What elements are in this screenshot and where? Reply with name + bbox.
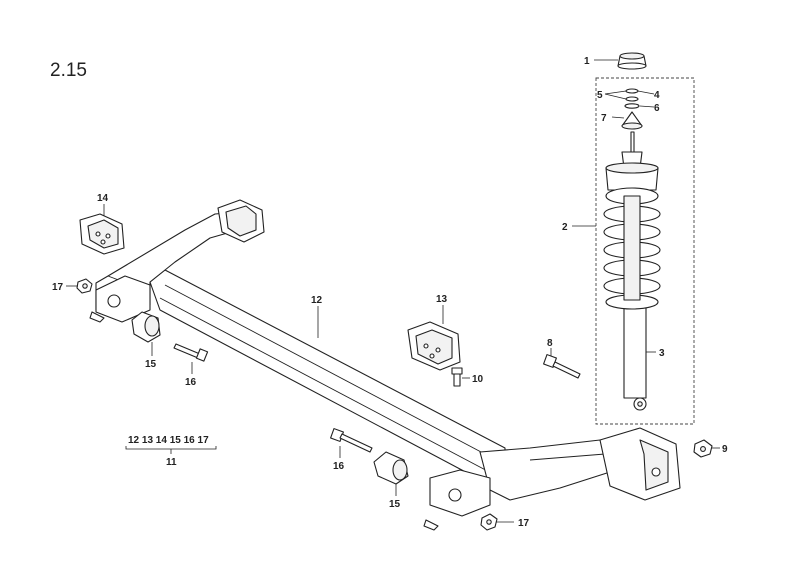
kit-members: 12 13 14 15 16 17 (128, 435, 209, 446)
coil-spring (603, 187, 661, 310)
callout-16-right: 16 (333, 461, 345, 472)
callout-8: 8 (547, 338, 553, 349)
kit-number: 11 (166, 457, 177, 468)
callout-2: 2 (562, 222, 568, 233)
callout-14: 14 (97, 193, 109, 204)
callout-9: 9 (722, 444, 728, 455)
assembly-2-outline (595, 77, 695, 425)
callout-7: 7 (601, 113, 607, 124)
callout-5: 5 (597, 90, 603, 101)
kit-group-11: 12 13 14 15 16 17 11 (125, 435, 217, 468)
callout-3: 3 (659, 348, 665, 359)
bolt-16-right (330, 428, 373, 453)
nut-17-left (76, 278, 93, 294)
callout-12: 12 (311, 295, 323, 306)
leader-lines (66, 59, 720, 523)
callout-4: 4 (654, 90, 660, 101)
bushing-15-left (131, 311, 161, 343)
bolt-16-left (173, 343, 209, 362)
nut-9 (693, 439, 713, 458)
callout-6: 6 (654, 103, 660, 114)
top-mount-7 (621, 111, 643, 130)
bracket-14 (79, 213, 125, 255)
callout-10: 10 (472, 374, 484, 385)
bracket-13 (407, 321, 461, 371)
callout-labels: 1 2 3 4 5 6 7 8 9 10 12 13 14 15 15 16 1… (52, 56, 728, 529)
callout-15-right: 15 (389, 499, 401, 510)
figure-number: 2.15 (50, 60, 87, 81)
bolt-10 (451, 367, 463, 387)
nut-17-right (480, 513, 498, 531)
callout-16-left: 16 (185, 377, 197, 388)
washers-4-5-6 (624, 88, 640, 109)
callout-13: 13 (436, 294, 448, 305)
callout-17-right: 17 (518, 518, 530, 529)
bolt-8 (543, 354, 581, 379)
callout-15-left: 15 (145, 359, 157, 370)
bushing-15-right (373, 451, 409, 485)
top-cap-1 (617, 52, 647, 70)
rear-axle-beam (89, 199, 681, 531)
callout-17-left: 17 (52, 282, 64, 293)
callout-1: 1 (584, 56, 590, 67)
